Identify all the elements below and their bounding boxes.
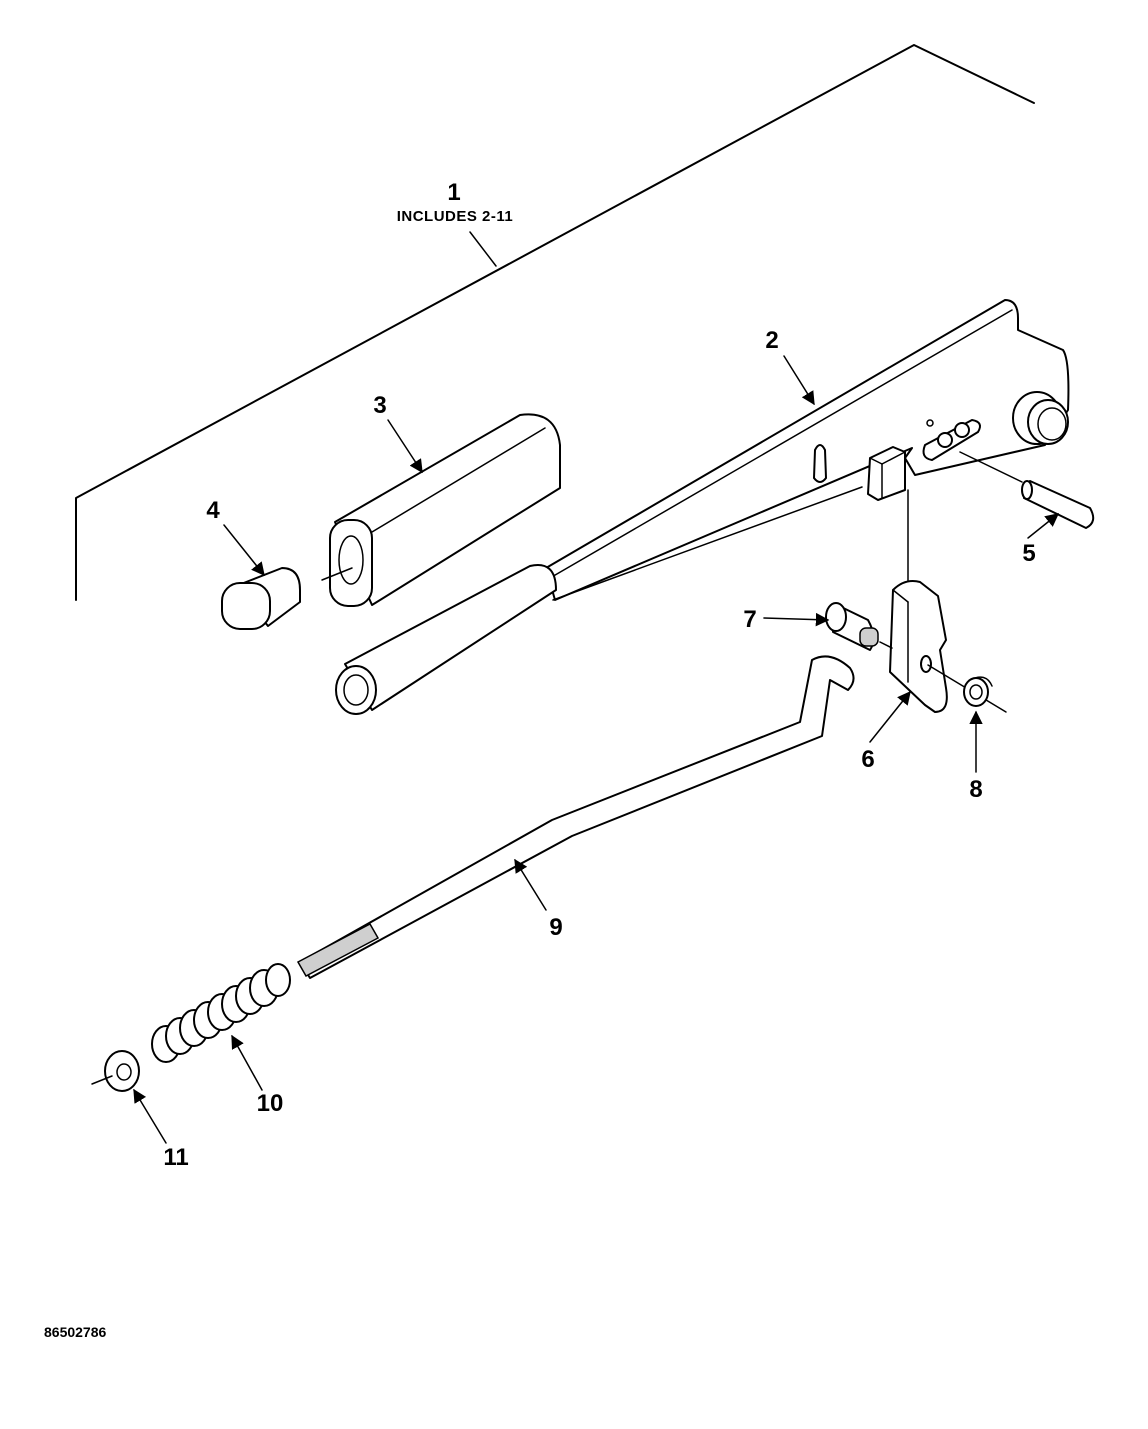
washer-part xyxy=(91,1050,140,1092)
callout-3: 3 xyxy=(373,392,386,419)
callout-1-note: INCLUDES 2-11 xyxy=(397,208,514,225)
spring-part xyxy=(151,963,291,1063)
rod-part xyxy=(296,655,855,979)
callout-2: 2 xyxy=(765,327,778,354)
pin-part xyxy=(959,451,1095,529)
handle-tube-part xyxy=(335,564,557,715)
callout-7: 7 xyxy=(743,606,756,633)
callout-11: 11 xyxy=(163,1144,188,1171)
figure-number: 86502786 xyxy=(44,1324,107,1340)
callout-9: 9 xyxy=(549,914,562,941)
grip-part xyxy=(321,413,561,607)
cap-part xyxy=(221,567,301,630)
callout-8: 8 xyxy=(969,776,982,803)
callout-4: 4 xyxy=(206,497,220,524)
leader-lines xyxy=(133,355,1060,1144)
callout-10: 10 xyxy=(257,1090,284,1117)
bushing-part xyxy=(825,602,893,651)
lever-arm-part xyxy=(545,299,1070,601)
clip-part xyxy=(963,676,993,707)
callout-6: 6 xyxy=(861,746,874,773)
callout-5: 5 xyxy=(1022,540,1035,567)
callout-1: 1 xyxy=(447,179,460,206)
assembly-bracket xyxy=(75,44,1035,601)
plate-part xyxy=(889,580,1007,713)
